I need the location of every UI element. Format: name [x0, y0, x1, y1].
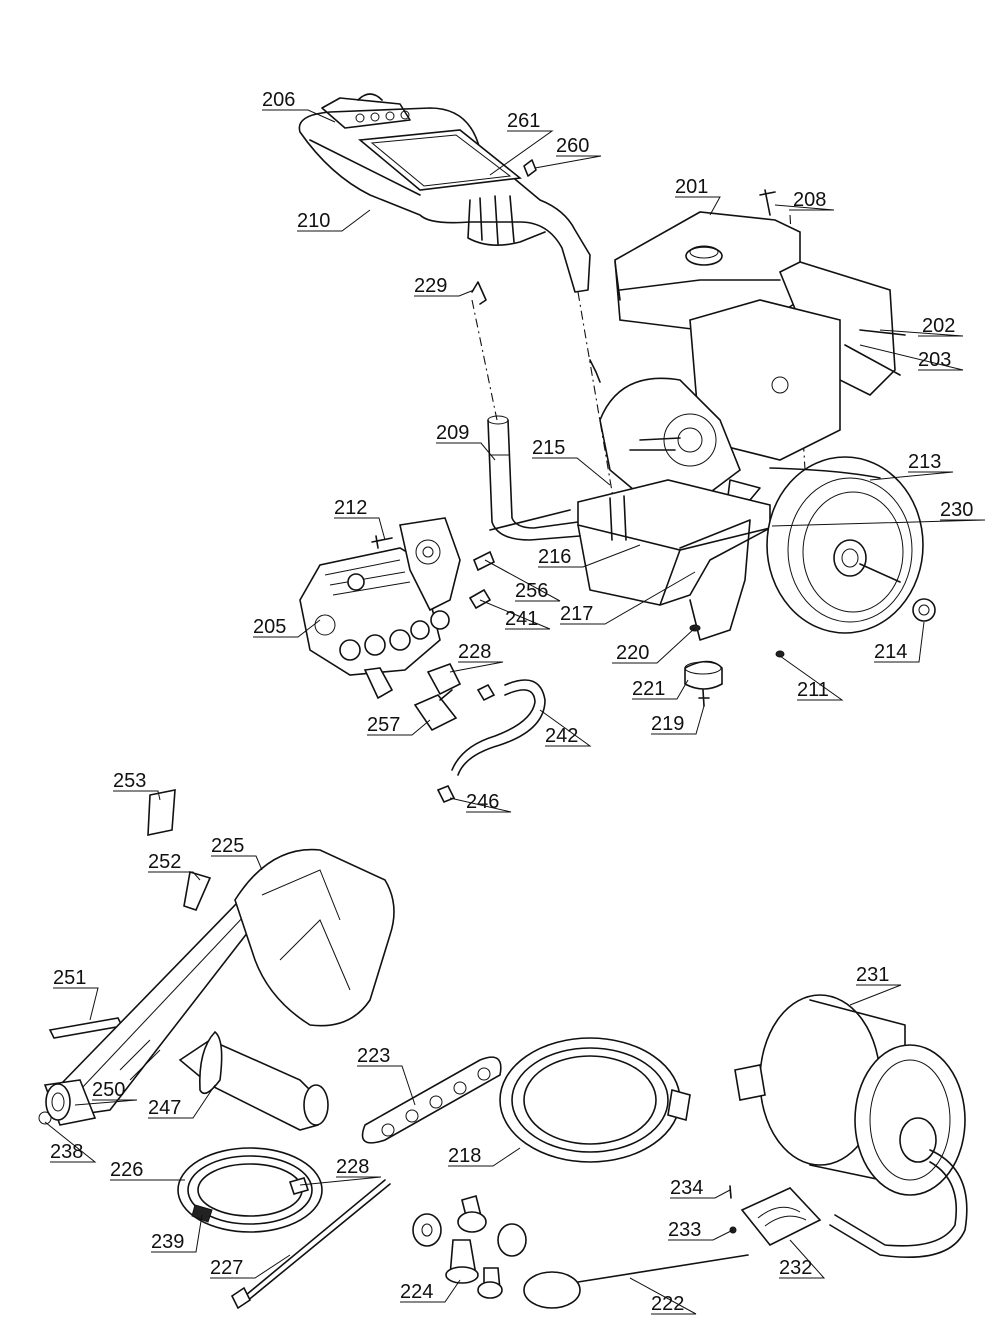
leader-lines: [44, 109, 986, 1315]
callout-202: 202: [922, 315, 955, 337]
callout-220: 220: [616, 642, 649, 664]
callout-256: 256: [515, 580, 548, 602]
callout-230: 230: [940, 499, 973, 521]
callout-214: 214: [874, 641, 907, 663]
callout-201: 201: [675, 176, 708, 198]
callout-239: 241: [505, 608, 538, 630]
callout-253: 251: [53, 967, 86, 989]
handle-assembly: [298, 93, 591, 293]
callout-238: 239: [151, 1231, 184, 1253]
callout-223: 223: [357, 1045, 390, 1067]
callout-251: 253: [113, 770, 146, 792]
callout-213: 213: [908, 451, 941, 473]
bracket: [361, 1056, 502, 1144]
callout-210: 210: [297, 210, 330, 232]
nozzles: [412, 1195, 527, 1299]
cleaning-wand: [523, 1254, 749, 1309]
base-frame: [577, 479, 771, 707]
callout-216: 216: [538, 546, 571, 568]
callout-247: 250: [92, 1079, 125, 1101]
callout-212: 212: [334, 497, 367, 519]
callout-228-pump: 228: [458, 641, 491, 663]
engine: [599, 189, 906, 501]
callout-203: 203: [918, 349, 951, 371]
callout-217: 217: [560, 603, 593, 625]
callout-260: 260: [556, 135, 589, 157]
callout-226: 226: [110, 1159, 143, 1181]
callout-257: 257: [367, 714, 400, 736]
callout-228-hose: 228: [336, 1156, 369, 1178]
callout-206: 206: [262, 89, 295, 111]
callout-215: 215: [532, 437, 565, 459]
callout-labels: 206 261 260 201 208 210 229 202 203 209 …: [50, 89, 973, 1315]
hose-reel: [729, 994, 968, 1258]
callout-246: 238: [50, 1141, 83, 1163]
callout-218: 218: [448, 1145, 481, 1167]
callout-242: 246: [466, 791, 499, 813]
callout-229: 229: [414, 275, 447, 297]
callout-231: 231: [856, 964, 889, 986]
callout-221: 221: [632, 678, 665, 700]
callout-232: 232: [779, 1257, 812, 1279]
suction-hose: [436, 679, 546, 804]
wheel: [766, 456, 936, 658]
callout-227: 227: [210, 1257, 243, 1279]
callout-261: 261: [507, 110, 540, 132]
callout-225: 225: [211, 835, 244, 857]
spray-gun: [38, 789, 395, 1131]
callout-222: 222: [651, 1293, 684, 1315]
pressure-hose: [177, 1147, 391, 1310]
callout-208: 208: [793, 189, 826, 211]
callout-234: 234: [670, 1177, 703, 1199]
callout-241: 242: [545, 725, 578, 747]
callout-211: 211: [797, 679, 829, 701]
callout-209: 209: [436, 422, 469, 444]
pump: [299, 517, 496, 732]
callout-219: 219: [651, 713, 684, 735]
callout-233: 233: [668, 1219, 701, 1241]
callout-250: 247: [148, 1097, 181, 1119]
callout-252: 252: [148, 851, 181, 873]
callout-205: 205: [253, 616, 286, 638]
callout-224: 224: [400, 1281, 433, 1303]
garden-hose: [499, 1037, 691, 1163]
